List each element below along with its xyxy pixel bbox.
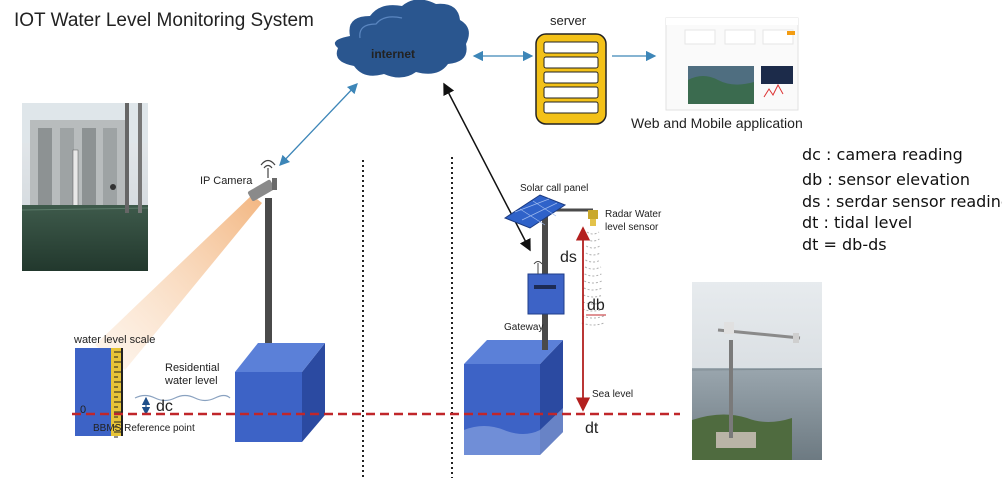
app-label: Web and Mobile application xyxy=(631,115,803,131)
web-app-screenshot xyxy=(665,17,799,111)
ip-camera-icon xyxy=(247,159,277,201)
gateway-label: Gateway xyxy=(504,322,543,333)
scale-zero-label: 0 xyxy=(80,404,86,416)
legend-item-ds: ds : serdar sensor reading xyxy=(802,192,1002,211)
internet-label: internet xyxy=(371,47,415,61)
radar-wave xyxy=(581,322,605,326)
camera-label: IP Camera xyxy=(200,175,253,187)
solar-panel-icon xyxy=(503,194,567,229)
gateway-icon xyxy=(527,261,565,315)
ds-label: ds xyxy=(560,249,577,266)
water-level-scale xyxy=(75,348,123,438)
radar-wave xyxy=(584,266,602,270)
legend-item-dt: dt : tidal level xyxy=(802,213,913,232)
radar-wave xyxy=(585,252,601,256)
radar-wave xyxy=(586,238,600,242)
radar-label-line2: level sensor xyxy=(605,222,659,233)
reference-point-label: BBMS Reference point xyxy=(93,423,195,434)
radar-label-line1: Radar Water xyxy=(605,209,662,220)
canal-gate-photo xyxy=(21,103,149,271)
solar-panel-label: Solar call panel xyxy=(520,183,588,194)
server-slot xyxy=(543,56,599,69)
camera-view-cone xyxy=(95,195,262,370)
diagram-title: IOT Water Level Monitoring System xyxy=(14,10,314,31)
dt-label: dt xyxy=(585,420,599,437)
radar-wave xyxy=(583,287,603,291)
residential-label-line2: water level xyxy=(164,375,218,387)
sea-level-label: Sea level xyxy=(592,389,633,400)
radar-sensor-icon xyxy=(588,210,598,226)
legend-item-db: db : sensor elevation xyxy=(802,170,971,189)
residential-water-wave xyxy=(134,394,231,402)
server-label: server xyxy=(550,13,587,28)
radar-wave xyxy=(583,280,603,284)
radar-wave xyxy=(585,245,601,249)
camera-box xyxy=(235,343,325,442)
radar-wave xyxy=(586,231,600,235)
radar-wave xyxy=(584,273,602,277)
server-slot xyxy=(543,101,599,114)
radar-wave xyxy=(585,259,601,263)
legend-item-formula: dt = db-ds xyxy=(802,235,887,254)
dc-label: dc xyxy=(156,398,173,415)
radar-wave xyxy=(582,315,604,319)
internet-cloud xyxy=(335,0,469,78)
camera-pole xyxy=(265,198,272,348)
server-slot xyxy=(543,71,599,84)
server-slot xyxy=(543,86,599,99)
server-icon xyxy=(535,33,607,125)
scale-label: water level scale xyxy=(73,334,155,346)
sea-sensor-photo xyxy=(691,282,823,460)
sensor-station-box xyxy=(464,340,563,455)
server-slot xyxy=(543,41,599,54)
db-label: db xyxy=(587,297,605,314)
internet-camera-arrow xyxy=(279,83,358,166)
internet-gateway-arrow xyxy=(443,82,531,252)
legend-item-dc: dc : camera reading xyxy=(802,145,963,164)
residential-label-line1: Residential xyxy=(165,362,219,374)
